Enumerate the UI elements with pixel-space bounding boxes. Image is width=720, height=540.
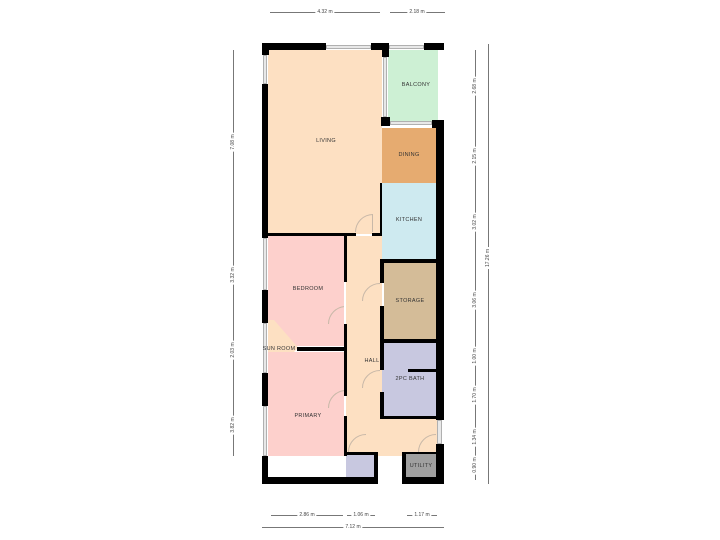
dim-left-1: 7.08 m xyxy=(230,132,236,152)
room-living[interactable]: LIVING xyxy=(268,50,382,234)
wall xyxy=(380,259,384,283)
wall xyxy=(371,43,389,50)
room-label-storage: STORAGE xyxy=(395,298,425,304)
dim-top-1: 4.32 m xyxy=(315,9,335,15)
wall xyxy=(344,236,347,282)
room-label-utility: UTILITY xyxy=(409,463,433,469)
room-label-living: LIVING xyxy=(316,138,336,144)
dim-left-4: 3.82 m xyxy=(230,415,236,435)
dim-right-6: 1.70 m xyxy=(472,385,478,405)
wall xyxy=(262,230,268,238)
room-hall[interactable]: HALL xyxy=(346,236,382,456)
wall xyxy=(262,290,268,323)
dim-right-5: 1.00 m xyxy=(472,346,478,366)
dim-right-1: 2.68 m xyxy=(472,76,478,96)
wall xyxy=(268,233,356,236)
room-balcony[interactable]: BALCONY xyxy=(388,50,438,122)
wall xyxy=(408,369,438,372)
window xyxy=(326,45,371,49)
dim-bottom-total: 7.12 m xyxy=(343,524,363,530)
room-label-kitchen: KITCHEN xyxy=(395,217,423,223)
dim-bottom-1: 2.86 m xyxy=(297,512,317,518)
wall xyxy=(262,477,378,484)
dim-right-2: 2.15 m xyxy=(472,146,478,166)
room-closet[interactable] xyxy=(346,454,374,478)
dim-line-right xyxy=(475,50,476,480)
wall xyxy=(380,416,438,419)
room-dining[interactable]: DINING xyxy=(382,128,436,183)
wall xyxy=(402,477,444,484)
wall xyxy=(380,183,382,233)
room-utility[interactable]: UTILITY xyxy=(406,454,436,478)
room-label-hall: HALL xyxy=(364,358,380,364)
wall xyxy=(380,306,384,370)
dim-left-3: 2.03 m xyxy=(230,340,236,360)
wall xyxy=(381,117,390,126)
dim-bottom-2: 1.06 m xyxy=(351,512,371,518)
room-label-bedroom: BEDROOM xyxy=(292,286,324,292)
wall xyxy=(380,339,438,343)
wall xyxy=(344,324,347,396)
room-kitchen[interactable]: KITCHEN xyxy=(382,183,436,259)
dim-top-2: 2.18 m xyxy=(407,9,427,15)
wall xyxy=(402,452,436,454)
window xyxy=(263,238,267,290)
room-label-balcony: BALCONY xyxy=(401,82,431,88)
wall xyxy=(382,43,389,57)
wall xyxy=(262,373,268,406)
room-label-dining: DINING xyxy=(398,152,420,158)
window xyxy=(263,55,267,84)
wall xyxy=(380,392,384,419)
wall xyxy=(380,259,438,263)
wall xyxy=(402,452,406,484)
window xyxy=(437,420,442,444)
dim-right-8: 0.90 m xyxy=(472,455,478,475)
room-label-sun-room: SUN ROOM xyxy=(262,346,296,352)
window xyxy=(390,121,432,125)
dim-right-3: 3.02 m xyxy=(472,212,478,232)
room-2pc-bath[interactable]: 2PC BATH xyxy=(382,343,436,417)
window xyxy=(263,323,267,373)
room-storage[interactable]: STORAGE xyxy=(384,263,436,339)
wall xyxy=(262,43,326,50)
dim-right-4: 3.06 m xyxy=(472,290,478,310)
wall xyxy=(262,43,269,55)
window xyxy=(263,406,267,456)
wall xyxy=(436,120,444,420)
wall xyxy=(374,452,378,484)
wall xyxy=(372,233,382,236)
wall xyxy=(346,452,378,455)
dim-left-2: 3.32 m xyxy=(230,265,236,285)
dim-line-left xyxy=(233,50,234,456)
dim-right-7: 1.34 m xyxy=(472,427,478,447)
room-label-bath: 2PC BATH xyxy=(395,376,425,382)
window xyxy=(383,57,387,117)
dim-bottom-3: 1.17 m xyxy=(412,512,432,518)
window xyxy=(389,45,424,49)
wall xyxy=(436,444,444,484)
wall xyxy=(262,84,268,234)
wall xyxy=(344,416,347,456)
wall xyxy=(424,43,444,50)
room-label-primary: PRIMARY xyxy=(294,413,322,419)
wall xyxy=(297,347,347,351)
wall xyxy=(262,456,268,484)
dim-right-total: 17.26 m xyxy=(485,246,491,270)
